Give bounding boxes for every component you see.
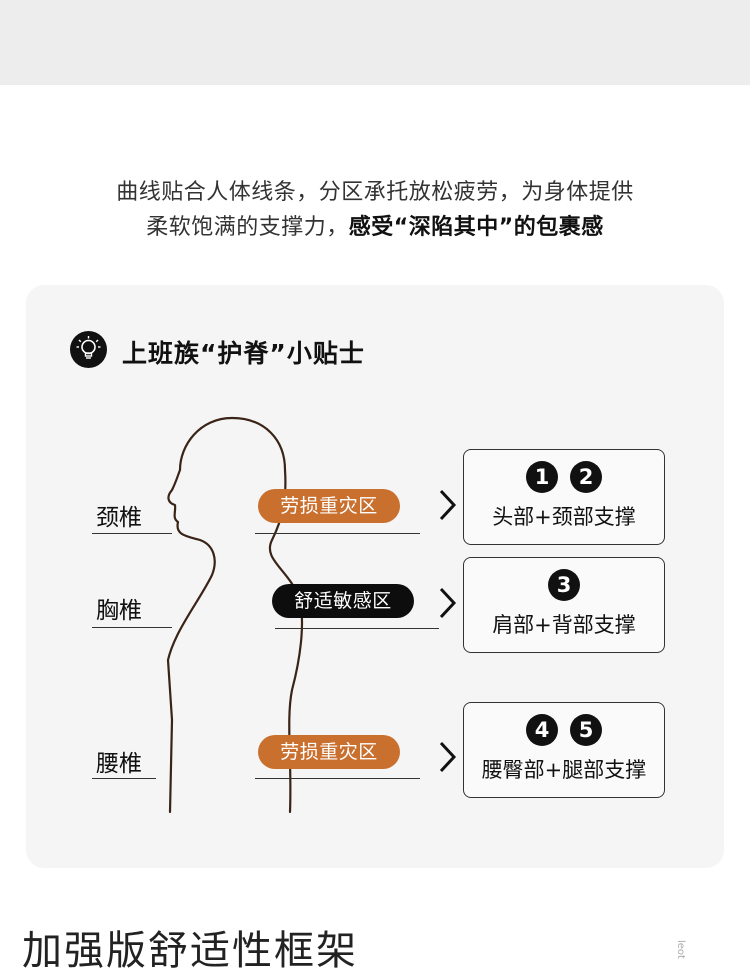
underline-tag-lumbar [255, 778, 420, 779]
chevron-right-icon [439, 741, 457, 773]
number-badge: 1 [526, 461, 558, 493]
intro-line-2-emphasis: 感受“深陷其中”的包裹感 [348, 215, 604, 240]
lightbulb-icon [70, 331, 107, 368]
support-text: 腰臀部+腿部支撑 [481, 758, 647, 782]
support-box-head-neck: 1 2 头部+颈部支撑 [463, 449, 665, 545]
side-vertical-text: leot [675, 940, 686, 959]
underline-cervical [92, 533, 172, 534]
number-badge: 3 [548, 569, 580, 601]
tip-title: 上班族“护脊”小贴士 [122, 339, 365, 368]
intro-line-1: 曲线贴合人体线条，分区承托放松疲劳，为身体提供 [116, 180, 634, 205]
number-badge: 2 [570, 461, 602, 493]
label-lumbar: 腰椎 [96, 751, 142, 777]
underline-tag-cervical [255, 533, 420, 534]
number-badge: 4 [526, 714, 558, 746]
underline-lumbar [92, 778, 156, 779]
chevron-right-icon [439, 489, 457, 521]
top-banner-band [0, 0, 750, 85]
support-numbers: 1 2 [464, 461, 664, 493]
number-badge: 5 [570, 714, 602, 746]
underline-thoracic [92, 627, 172, 628]
support-box-hip-leg: 4 5 腰臀部+腿部支撑 [463, 702, 665, 798]
support-box-shoulder-back: 3 肩部+背部支撑 [463, 557, 665, 653]
support-text: 肩部+背部支撑 [492, 613, 636, 637]
underline-tag-thoracic [275, 628, 439, 629]
chevron-right-icon [439, 587, 457, 619]
label-cervical: 颈椎 [96, 505, 142, 531]
intro-line-2: 柔软饱满的支撑力，感受“深陷其中”的包裹感 [0, 209, 750, 241]
tag-comfort-zone-thoracic: 舒适敏感区 [272, 584, 414, 618]
label-thoracic: 胸椎 [96, 598, 142, 624]
tag-strain-zone-lumbar: 劳损重灾区 [258, 735, 400, 769]
support-text: 头部+颈部支撑 [492, 505, 636, 529]
support-numbers: 3 [464, 569, 664, 601]
support-numbers: 4 5 [464, 714, 664, 746]
section-title: 加强版舒适性框架 [22, 928, 358, 974]
intro-line-2-prefix: 柔软饱满的支撑力， [146, 215, 349, 240]
tag-strain-zone-cervical: 劳损重灾区 [258, 489, 400, 523]
